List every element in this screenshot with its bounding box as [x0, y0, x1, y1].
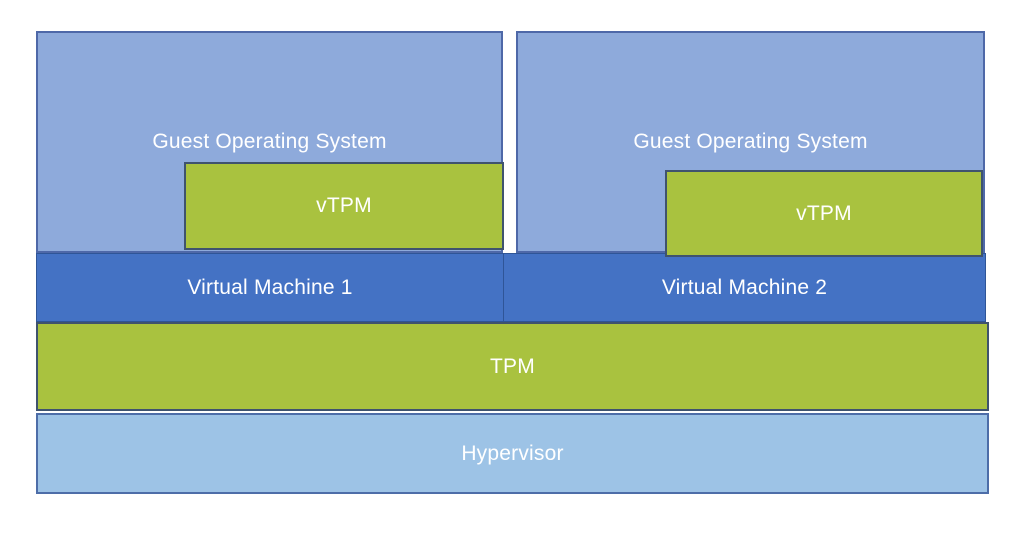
vtpm-2-box: vTPM	[665, 170, 983, 257]
virtual-machine-1-label: Virtual Machine 1	[187, 275, 353, 299]
tpm-label: TPM	[490, 354, 535, 378]
guest-os-1-label: Guest Operating System	[152, 130, 387, 153]
vtpm-1-label: vTPM	[316, 194, 372, 217]
vtpm-1-box: vTPM	[184, 162, 504, 250]
hypervisor-label: Hypervisor	[461, 441, 564, 465]
hypervisor-bar: Hypervisor	[36, 413, 989, 494]
virtual-machine-1-bar: Virtual Machine 1	[36, 253, 504, 322]
guest-os-2-label: Guest Operating System	[633, 130, 868, 153]
virtual-machine-2-bar: Virtual Machine 2	[503, 253, 986, 322]
virtual-machine-2-label: Virtual Machine 2	[661, 275, 828, 299]
vtpm-2-label: vTPM	[796, 201, 852, 225]
tpm-bar: TPM	[36, 322, 989, 411]
